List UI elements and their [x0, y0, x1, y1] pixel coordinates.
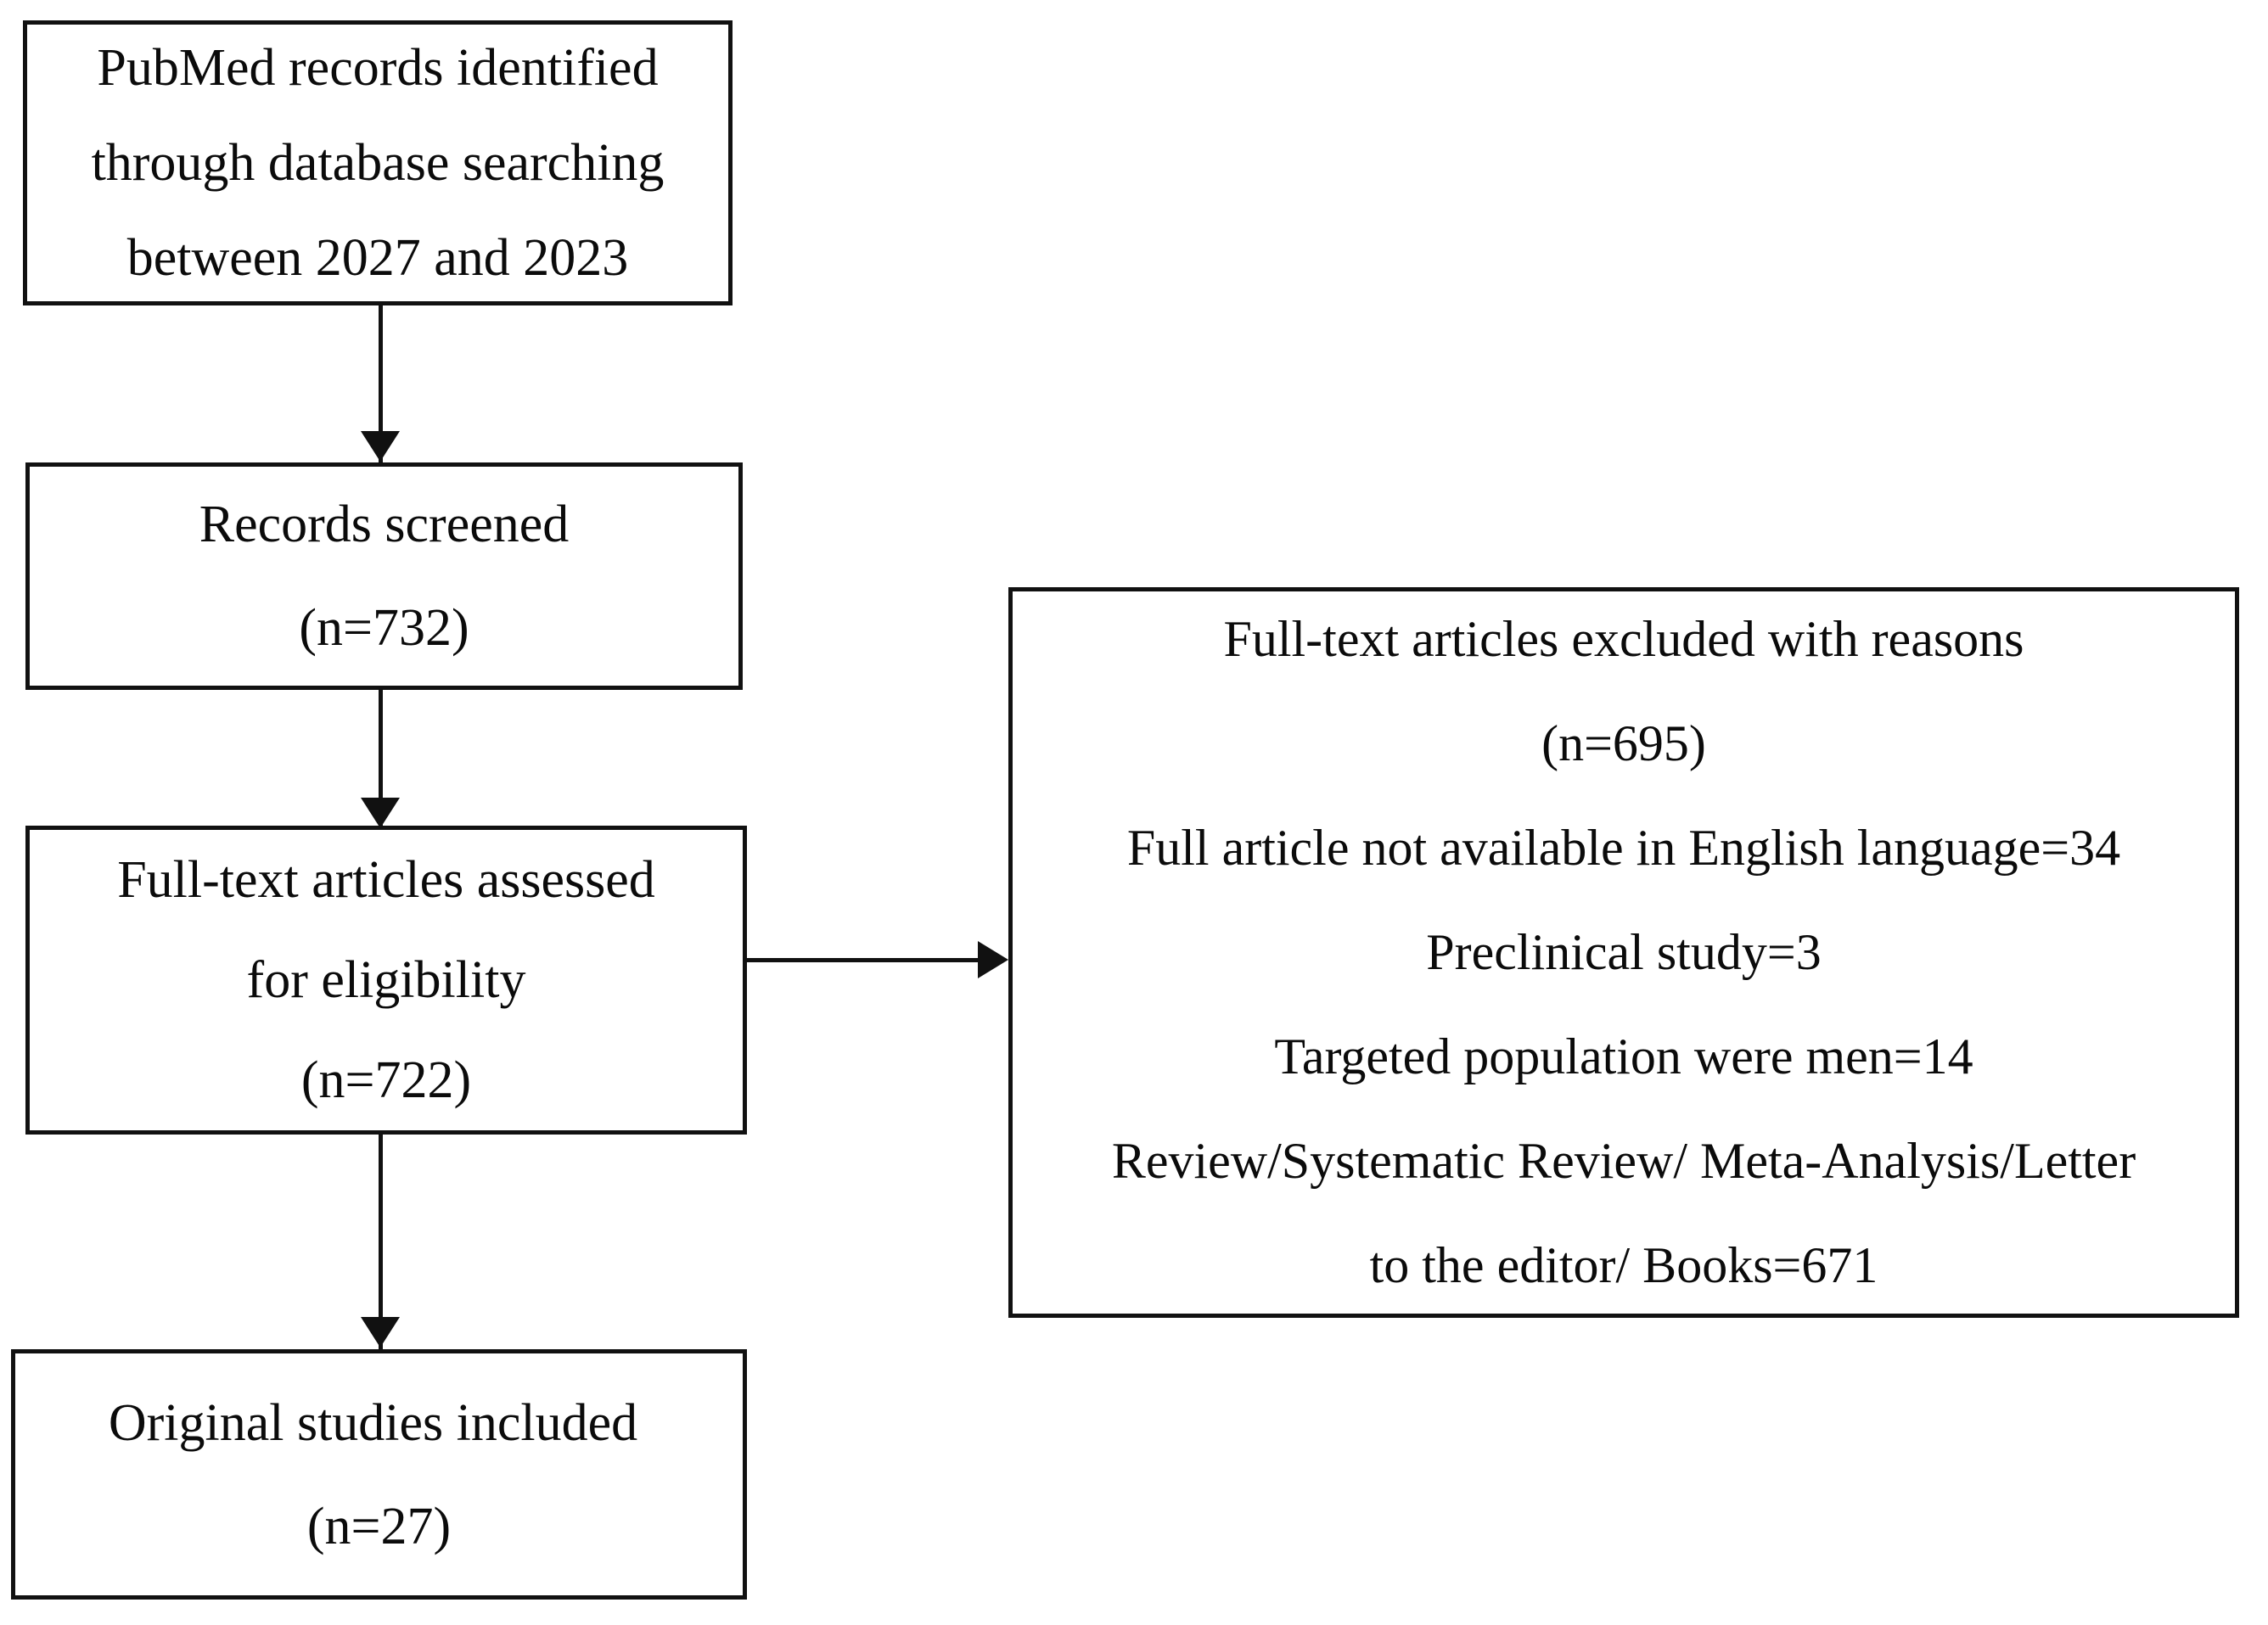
box-records-identified-line-1: PubMed records identified — [97, 39, 659, 97]
connector-eligibility-to-excluded — [745, 958, 985, 962]
box-full-text-excluded-reason-3: Targeted population were men=14 — [1274, 1028, 1973, 1084]
arrowhead-down-icon-eligibility-to-included — [361, 1317, 400, 1348]
box-full-text-excluded-reason-2: Preclinical study=3 — [1426, 924, 1822, 980]
box-full-text-excluded-reason-4b: to the editor/ Books=671 — [1369, 1237, 1878, 1293]
connector-identified-to-screened — [379, 305, 383, 467]
box-full-text-excluded-heading: Full-text articles excluded with reasons — [1223, 611, 2024, 667]
arrowhead-down-icon-identified-to-screened — [361, 431, 400, 462]
box-full-text-assessed-line-1: Full-text articles assessed — [117, 851, 655, 909]
box-original-studies-included-line-1: Original studies included — [108, 1393, 638, 1452]
box-records-identified-line-2: through database searching — [91, 134, 665, 192]
arrowhead-down-icon-screened-to-eligibility — [361, 798, 400, 828]
box-full-text-assessed-count: (n=722) — [300, 1051, 472, 1109]
box-records-screened-count: (n=732) — [299, 599, 469, 657]
box-full-text-assessed: Full-text articles assessed for eligibil… — [25, 826, 747, 1135]
box-full-text-excluded-reason-4a: Review/Systematic Review/ Meta-Analysis/… — [1111, 1133, 2136, 1189]
box-records-identified-line-3: between 2027 and 2023 — [126, 229, 629, 287]
box-original-studies-included-count: (n=27) — [306, 1497, 452, 1555]
box-full-text-excluded-reason-1: Full article not available in English la… — [1126, 820, 2121, 876]
box-records-identified: PubMed records identified through databa… — [23, 20, 733, 305]
connector-eligibility-to-included — [379, 1135, 383, 1353]
box-full-text-excluded: Full-text articles excluded with reasons… — [1008, 587, 2239, 1318]
box-full-text-assessed-line-2: for eligibility — [246, 951, 526, 1009]
box-original-studies-included: Original studies included (n=27) — [11, 1349, 747, 1600]
box-records-screened: Records screened (n=732) — [25, 462, 743, 690]
connector-screened-to-eligibility — [379, 690, 383, 830]
arrowhead-right-icon-eligibility-to-excluded — [978, 941, 1008, 978]
box-records-screened-line-1: Records screened — [199, 496, 570, 553]
box-full-text-excluded-count: (n=695) — [1541, 715, 1706, 771]
